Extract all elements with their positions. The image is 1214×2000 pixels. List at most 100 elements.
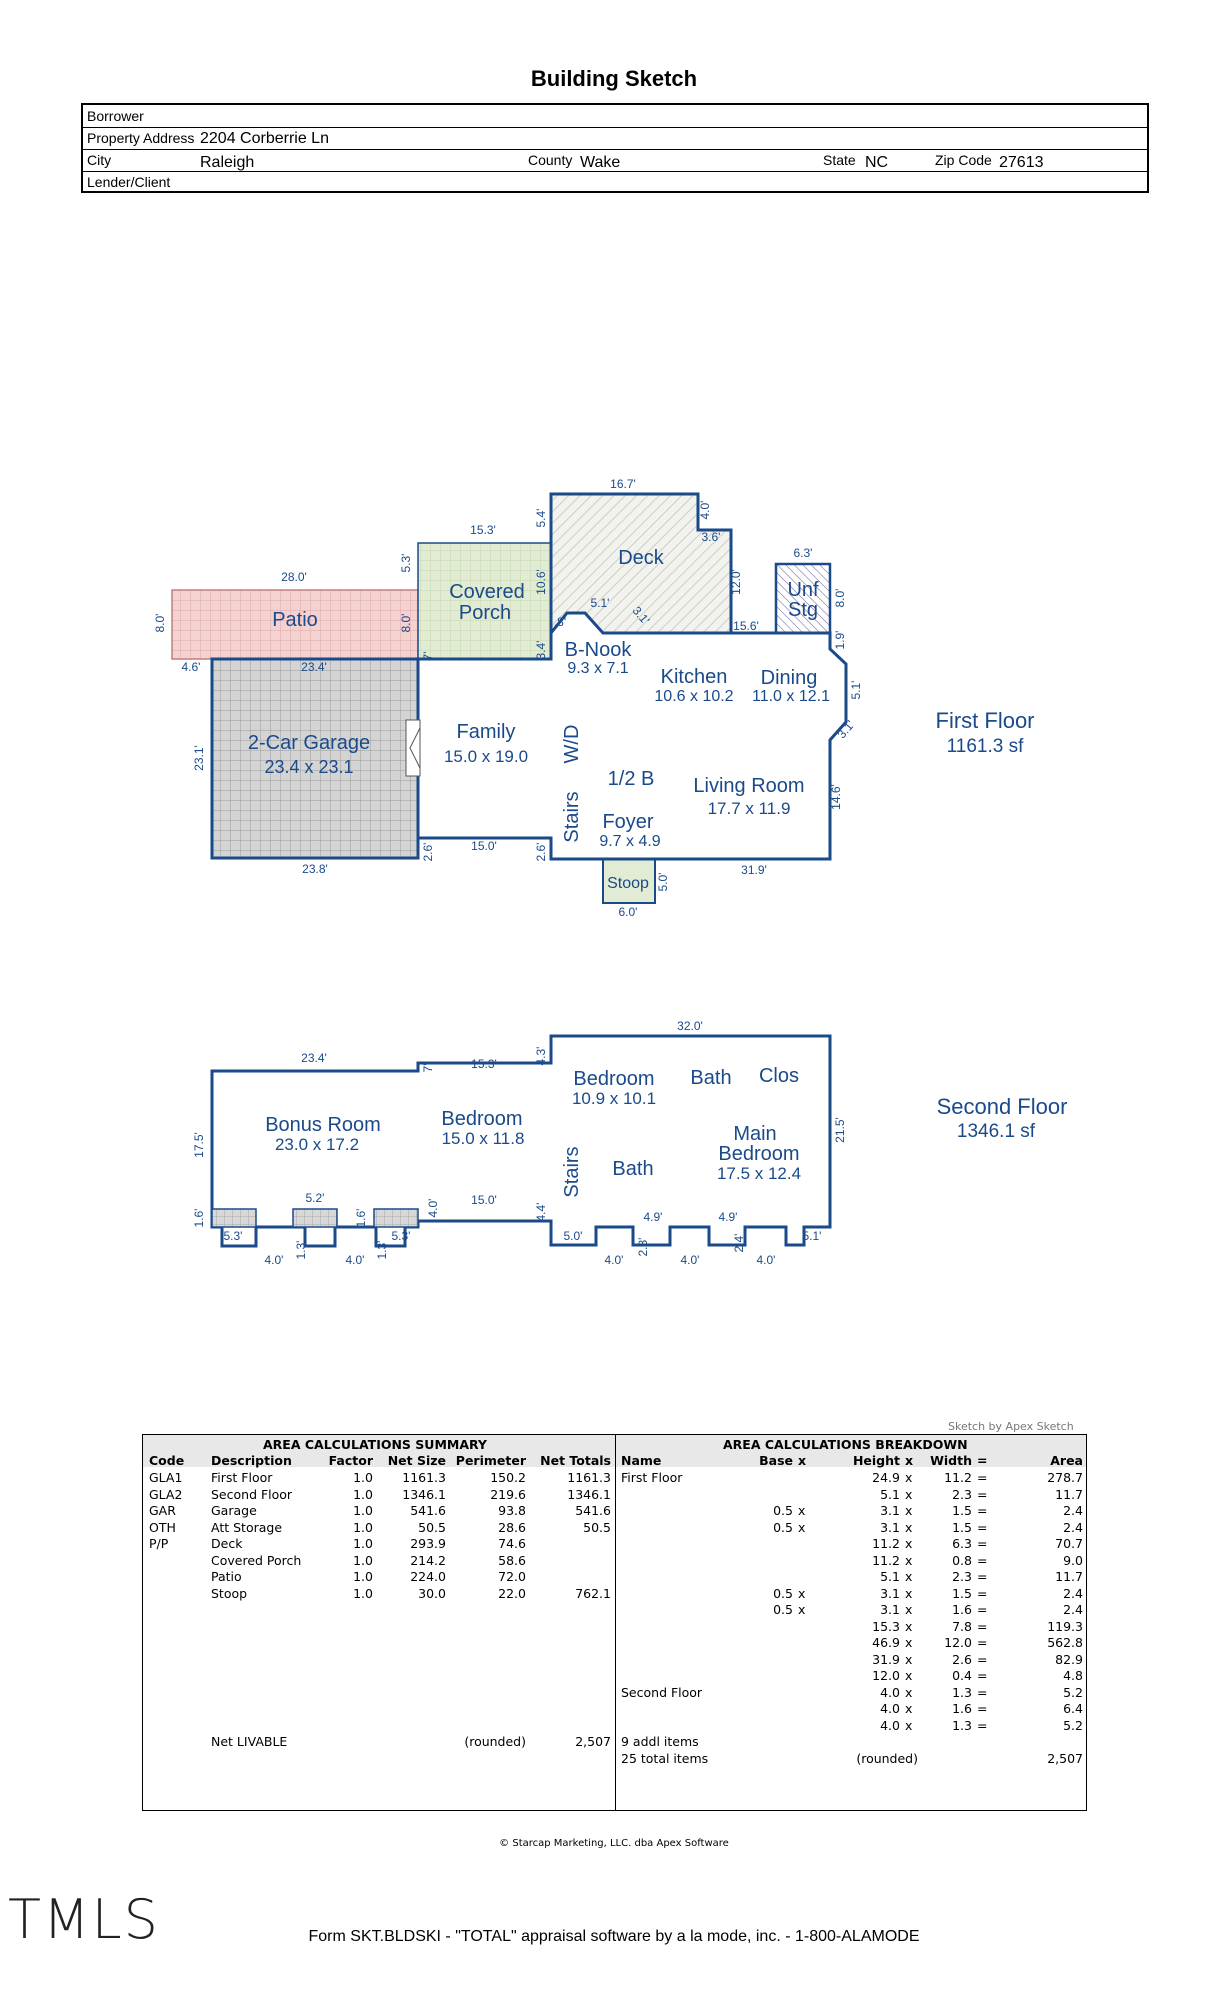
summary-cell: 28.6 <box>498 1519 526 1535</box>
summary-cell: 1161.3 <box>567 1470 611 1485</box>
form-footer: Form SKT.BLDSKI - "TOTAL" appraisal soft… <box>308 1928 920 1945</box>
breakdown-cell: 4.0 <box>880 1717 900 1733</box>
starcap-credit: © Starcap Marketing, LLC. dba Apex Softw… <box>499 1838 729 1849</box>
breakdown-cell: 1.3 <box>952 1684 972 1700</box>
breakdown-rounded-label: (rounded) <box>856 1750 918 1766</box>
breakdown-cell: x <box>905 1651 913 1667</box>
addl-items-label: 9 addl items <box>621 1734 699 1749</box>
summary-header-cell: Factor <box>328 1453 373 1468</box>
room-bonus: Bonus Room <box>265 1114 381 1136</box>
breakdown-cell: 12.0 <box>944 1635 972 1650</box>
summary-cell: 1.0 <box>353 1470 373 1485</box>
summary-cell: 541.6 <box>575 1503 611 1518</box>
breakdown-cell: 0.5 <box>773 1519 793 1535</box>
second-floor-outline <box>210 1034 832 1248</box>
table-divider <box>615 1435 616 1810</box>
summary-cell: Garage <box>211 1503 257 1518</box>
room-kitchen: Kitchen <box>661 666 728 688</box>
dim-label: 8.0' <box>833 589 847 608</box>
breakdown-cell: 4.0 <box>880 1684 900 1700</box>
breakdown-cell: = <box>977 1668 988 1683</box>
breakdown-cell: = <box>977 1618 988 1634</box>
breakdown-cell: x <box>798 1503 806 1518</box>
breakdown-cell: 562.8 <box>1047 1635 1083 1650</box>
room-dining: Dining <box>761 667 818 689</box>
summary-cell: 541.6 <box>410 1503 446 1518</box>
breakdown-cell: 0.5 <box>773 1503 793 1518</box>
room-deck: Deck <box>618 547 665 569</box>
breakdown-cell: 11.2 <box>872 1536 900 1551</box>
breakdown-cell: 9.0 <box>1063 1552 1083 1568</box>
room-bedroom-2-dim: 10.9 x 10.1 <box>572 1089 656 1108</box>
breakdown-header-cell: Name <box>621 1453 662 1468</box>
summary-cell: GLA2 <box>149 1486 183 1502</box>
dim-label: 15.0' <box>471 839 497 853</box>
breakdown-cell: = <box>977 1536 988 1551</box>
breakdown-cell: 3.1 <box>880 1503 900 1518</box>
dim-label: 5.3' <box>224 1229 243 1243</box>
dormer-2 <box>292 1208 338 1228</box>
dim-label: 5.4' <box>534 509 548 528</box>
breakdown-cell: 2.4 <box>1063 1585 1083 1601</box>
lender-row: Lender/Client <box>83 171 1147 193</box>
breakdown-cell: 70.7 <box>1055 1536 1083 1551</box>
borrower-row: Borrower <box>83 105 1147 128</box>
breakdown-cell: 2.6 <box>952 1651 972 1667</box>
dim-label: 4.0' <box>426 1199 440 1218</box>
summary-cell: 93.8 <box>498 1503 526 1518</box>
breakdown-cell: 0.5 <box>773 1602 793 1617</box>
dim-label: 23.1' <box>192 745 206 771</box>
dim-label: 4.0' <box>757 1253 776 1267</box>
room-living: Living Room <box>693 775 804 797</box>
dim-label: 1.6' <box>354 1209 368 1228</box>
breakdown-cell: 0.5 <box>773 1585 793 1601</box>
summary-cell: Stoop <box>211 1585 248 1601</box>
zip-value: 27613 <box>999 154 1044 171</box>
breakdown-cell: = <box>977 1552 988 1568</box>
dim-label: 23.4' <box>301 1051 327 1065</box>
breakdown-cell: 0.8 <box>952 1552 972 1568</box>
breakdown-cell: 119.3 <box>1047 1618 1083 1634</box>
dim-label: 5.0' <box>656 873 670 892</box>
summary-cell: 30.0 <box>418 1585 446 1601</box>
breakdown-cell: First Floor <box>621 1470 683 1485</box>
garage-area <box>210 657 420 860</box>
dim-label: 7' <box>421 652 435 661</box>
summary-cell: GAR <box>149 1503 176 1518</box>
breakdown-cell: = <box>977 1585 988 1601</box>
breakdown-header-cell: = <box>977 1453 988 1468</box>
breakdown-cell: = <box>977 1602 988 1617</box>
breakdown-cell: 1.6 <box>952 1602 972 1617</box>
summary-header-cell: Perimeter <box>455 1453 526 1468</box>
dim-label: 15.3' <box>471 1057 497 1071</box>
room-bedroom-1: Bedroom <box>441 1108 522 1130</box>
breakdown-cell: 5.1 <box>880 1569 900 1584</box>
room-bedroom-2: Bedroom <box>573 1068 654 1090</box>
breakdown-cell: = <box>977 1486 988 1502</box>
dim-label: 2.6' <box>421 843 435 862</box>
page-title: Building Sketch <box>530 66 698 91</box>
room-main-dim: 17.5 x 12.4 <box>717 1164 801 1183</box>
summary-cell: 150.2 <box>490 1470 526 1485</box>
breakdown-cell: x <box>905 1618 913 1634</box>
breakdown-cell: = <box>977 1470 988 1485</box>
dim-label: 4.9' <box>644 1210 663 1224</box>
room-patio: Patio <box>272 609 318 631</box>
breakdown-cell: 3.1 <box>880 1585 900 1601</box>
breakdown-header-cell: Height <box>852 1453 900 1468</box>
breakdown-title: AREA CALCULATIONS BREAKDOWN <box>723 1437 968 1452</box>
dim-label: 23.8' <box>302 862 328 876</box>
summary-cell: GLA1 <box>149 1470 183 1485</box>
dormer-3 <box>373 1208 419 1228</box>
summary-cell: Att Storage <box>211 1519 283 1535</box>
dim-label: 28.0' <box>281 570 307 584</box>
breakdown-cell: 82.9 <box>1055 1651 1083 1667</box>
dim-label: 5.1' <box>849 681 863 700</box>
breakdown-cell: x <box>905 1536 913 1551</box>
breakdown-cell: 4.0 <box>880 1701 900 1716</box>
breakdown-cell: = <box>977 1651 988 1667</box>
dim-label: 23.4' <box>301 660 327 674</box>
breakdown-cell: 1.5 <box>952 1519 972 1535</box>
summary-header-band <box>143 1435 615 1467</box>
breakdown-cell: x <box>798 1585 806 1601</box>
